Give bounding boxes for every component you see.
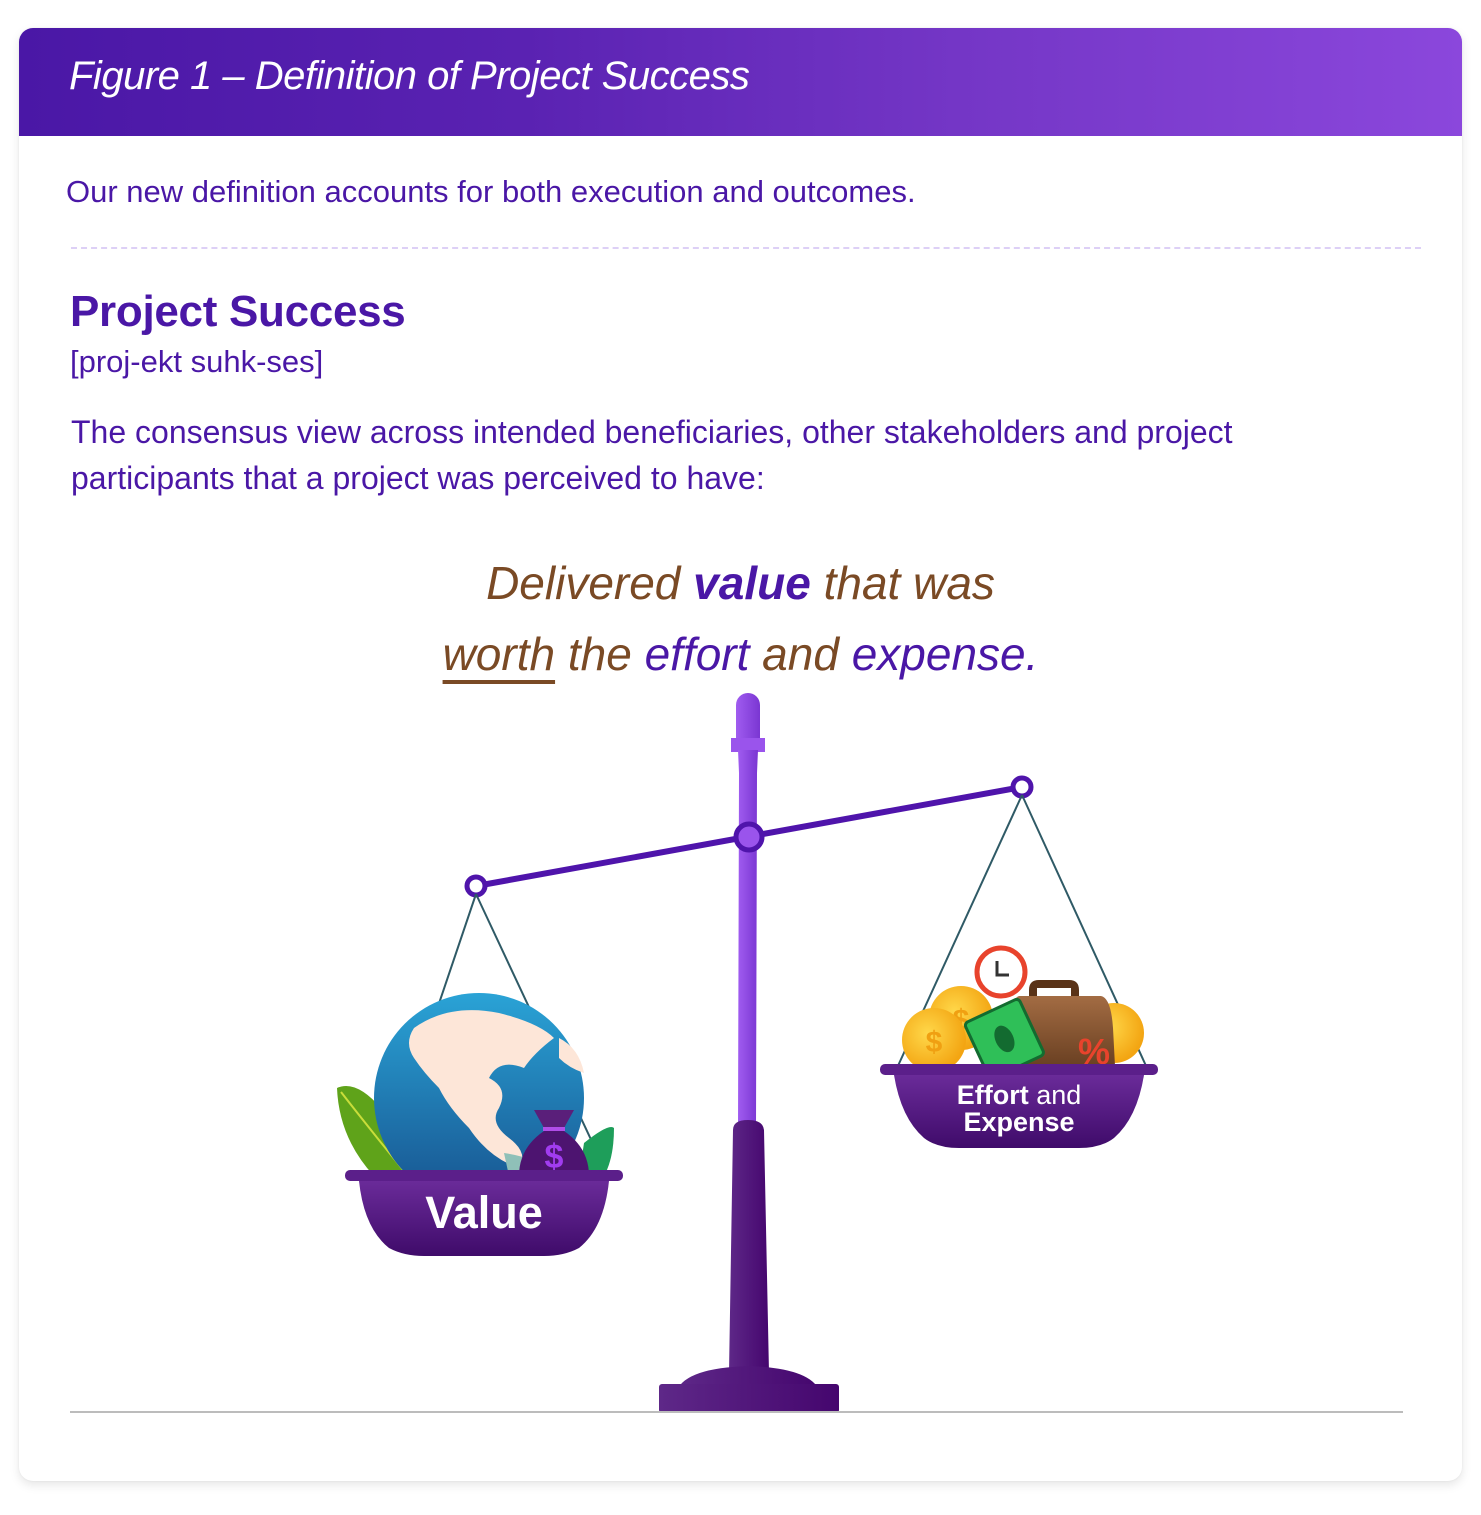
right-pan: Effort and Expense [880,1064,1158,1148]
definition-pronunciation: [proj-ekt suhk-ses] [70,344,324,379]
definition-text: The consensus view across intended benef… [71,414,1233,496]
money-bag-icon: $ [519,1110,589,1176]
definition-term: Project Success [70,287,406,336]
left-pan-label: Value [425,1187,543,1238]
svg-text:$: $ [545,1138,564,1176]
quote-expense-word: expense [851,628,1026,680]
banknote-icon [963,997,1045,1080]
ground-line [70,1411,1403,1413]
success-quote: Delivered value that was worth the effor… [19,548,1462,690]
quote-text: Delivered [486,557,694,609]
right-pan-label-line1: Effort and [957,1080,1082,1110]
clock-icon [974,945,1028,999]
figure-header: Figure 1 – Definition of Project Success [19,28,1462,136]
quote-text: and [749,628,852,680]
dashed-divider [71,247,1421,249]
left-pan: Value [345,1170,623,1256]
quote-text: . [1025,628,1039,680]
figure-card: Figure 1 – Definition of Project Success… [19,28,1462,1481]
right-pan-contents: % $ $ [902,945,1144,1080]
figure-subtitle: Our new definition accounts for both exe… [66,174,916,209]
leaf-icon [579,1127,614,1176]
balance-scale-illustration: $ Value % [337,693,1158,1413]
coin-icon: $ [902,1008,966,1072]
scale-base [659,1120,839,1413]
figure-title: Figure 1 – Definition of Project Success [69,54,750,98]
svg-text:$: $ [926,1026,943,1059]
scale-pole [731,693,765,1128]
quote-line-2: worth the effort and expense. [19,619,1462,690]
quote-line-1: Delivered value that was [19,548,1462,619]
quote-text: the [555,628,645,680]
quote-worth-word: worth [442,628,556,680]
quote-effort-word: effort [644,628,750,680]
quote-text: that was [810,557,995,609]
scale-beam [464,775,1034,898]
left-pan-contents: $ [337,993,614,1203]
right-pan-label-line2: Expense [963,1107,1074,1137]
quote-value-word: value [693,557,811,609]
